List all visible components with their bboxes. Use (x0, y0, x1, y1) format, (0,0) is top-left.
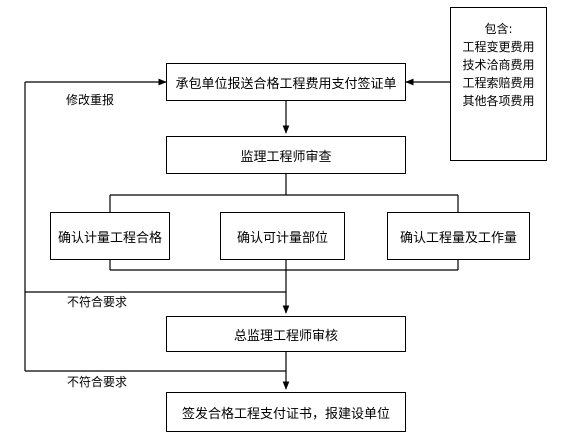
fail-label-2: 不符合要求 (67, 375, 128, 389)
note-item: 技术洽商费用 (462, 58, 535, 72)
fail-label-1: 不符合要求 (67, 295, 128, 309)
note-item: 其他各项费用 (462, 94, 535, 108)
issue-certificate-box: 签发合格工程支付证书，报建设单位 (166, 392, 406, 432)
confirm-parts-box: 确认可计量部位 (220, 212, 345, 260)
confirm-qualified-box: 确认计量工程合格 (50, 212, 170, 260)
note-title: 包含: (484, 22, 513, 36)
review-step-box: 监理工程师审查 (166, 136, 406, 174)
submit-step-box: 承包单位报送合格工程费用支付签证单 (166, 63, 406, 101)
note-item: 工程变更费用 (462, 40, 535, 54)
confirm-quantity-box: 确认工程量及工作量 (387, 212, 530, 260)
included-costs-note: 包含: 工程变更费用 技术洽商费用 工程索赔费用 其他各项费用 (450, 7, 547, 161)
resubmit-label: 修改重报 (66, 93, 115, 107)
chief-review-box: 总监理工程师审核 (166, 316, 406, 352)
note-item: 工程索赔费用 (462, 76, 535, 90)
